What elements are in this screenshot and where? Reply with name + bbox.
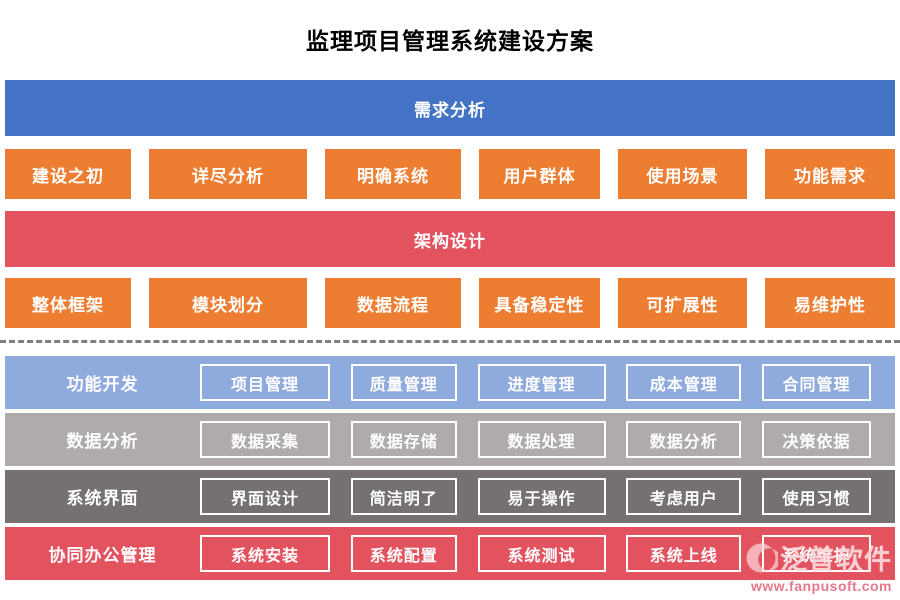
requirements-item: 用户群体 [479, 149, 600, 199]
architecture-item: 数据流程 [325, 278, 461, 328]
band-cell: 数据存储 [350, 421, 457, 458]
architecture-item: 整体框架 [5, 278, 131, 328]
band-cell: 简洁明了 [350, 478, 457, 515]
section-banner-requirements: 需求分析 [5, 80, 895, 136]
band-cell: 易于操作 [477, 478, 606, 515]
requirements-items-row: 建设之初 详尽分析 明确系统 用户群体 使用场景 功能需求 [5, 149, 895, 199]
requirements-item: 明确系统 [325, 149, 461, 199]
band-items: 系统安装 系统配置 系统测试 系统上线 系统维护 [200, 535, 871, 572]
band-cell: 系统上线 [626, 535, 742, 572]
band-items: 界面设计 简洁明了 易于操作 考虑用户 使用习惯 [200, 478, 871, 515]
band-cell: 系统配置 [350, 535, 457, 572]
requirements-item: 详尽分析 [149, 149, 307, 199]
section-banner-architecture: 架构设计 [5, 211, 895, 267]
architecture-item: 易维护性 [765, 278, 895, 328]
band-cell: 合同管理 [762, 364, 871, 401]
band-items: 数据采集 数据存储 数据处理 数据分析 决策依据 [200, 421, 871, 458]
band-cell: 数据分析 [626, 421, 742, 458]
band-function-development: 功能开发 项目管理 质量管理 进度管理 成本管理 合同管理 [5, 356, 895, 409]
band-label: 数据分析 [66, 432, 139, 451]
requirements-item: 建设之初 [5, 149, 131, 199]
band-cell: 进度管理 [477, 364, 606, 401]
band-cell: 考虑用户 [626, 478, 742, 515]
band-label: 系统界面 [66, 489, 139, 508]
architecture-item: 模块划分 [149, 278, 307, 328]
band-label: 协同办公管理 [48, 546, 157, 565]
band-cell: 决策依据 [762, 421, 871, 458]
band-data-analysis: 数据分析 数据采集 数据存储 数据处理 数据分析 决策依据 [5, 413, 895, 466]
architecture-item: 可扩展性 [618, 278, 747, 328]
band-cell: 成本管理 [626, 364, 742, 401]
requirements-item: 功能需求 [765, 149, 895, 199]
band-cell: 数据处理 [477, 421, 606, 458]
band-cell: 系统安装 [200, 535, 330, 572]
band-cell: 界面设计 [200, 478, 330, 515]
band-cell: 系统测试 [477, 535, 606, 572]
watermark-url: www.fanpusoft.com [751, 578, 892, 594]
band-collaborative-office: 协同办公管理 系统安装 系统配置 系统测试 系统上线 系统维护 [5, 527, 895, 580]
page-title: 监理项目管理系统建设方案 [306, 28, 594, 54]
band-cell: 系统维护 [762, 535, 871, 572]
requirements-item: 使用场景 [618, 149, 747, 199]
band-cell: 数据采集 [200, 421, 330, 458]
architecture-item: 具备稳定性 [479, 278, 600, 328]
dashed-divider [0, 340, 900, 343]
band-cell: 使用习惯 [762, 478, 871, 515]
band-cell: 项目管理 [200, 364, 330, 401]
band-label: 功能开发 [66, 375, 139, 394]
band-system-interface: 系统界面 界面设计 简洁明了 易于操作 考虑用户 使用习惯 [5, 470, 895, 523]
band-items: 项目管理 质量管理 进度管理 成本管理 合同管理 [200, 364, 871, 401]
architecture-items-row: 整体框架 模块划分 数据流程 具备稳定性 可扩展性 易维护性 [5, 278, 895, 328]
band-cell: 质量管理 [350, 364, 457, 401]
